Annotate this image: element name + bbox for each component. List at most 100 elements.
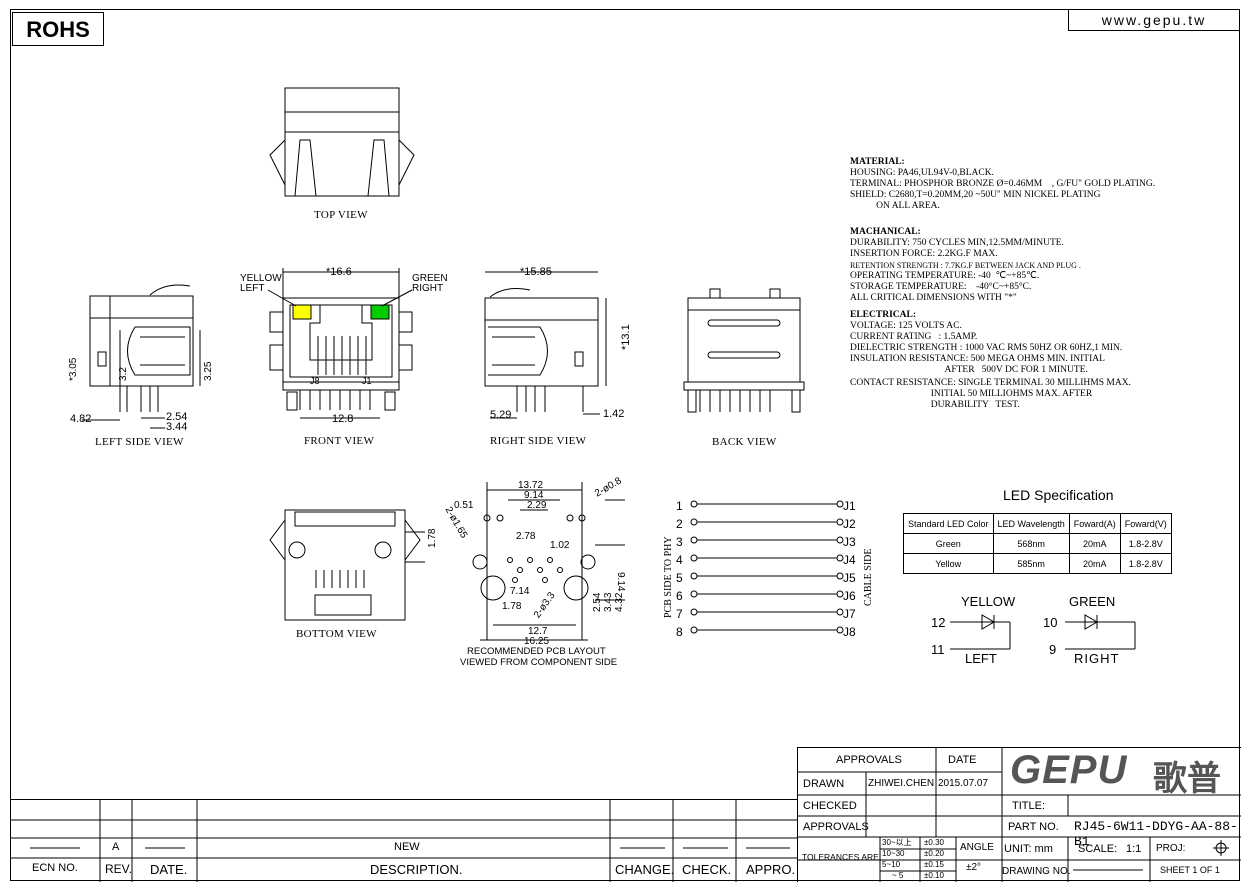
table-header: Standard LED Color	[903, 513, 994, 534]
schematic-terminal	[690, 536, 698, 544]
drawn-by: ZHIWEI.CHEN	[868, 778, 935, 789]
green-led-name: GREEN	[1069, 594, 1116, 609]
elec-line: INITIAL 50 MILLIOHMS MAX. AFTER	[850, 389, 1093, 399]
material-line: HOUSING: PA46,UL94V-0,BLACK.	[850, 168, 994, 178]
angle-label: ANGLE	[960, 842, 994, 853]
rev-value: A	[112, 841, 120, 853]
approvals-header: APPROVALS	[836, 754, 902, 766]
schematic-terminal	[690, 500, 698, 508]
description-value: NEW	[394, 841, 420, 853]
schematic-pin-right: J2	[843, 517, 856, 531]
table-cell: 20mA	[1068, 553, 1121, 574]
material-line: ON ALL AREA.	[850, 201, 940, 211]
schematic-terminal	[836, 536, 844, 544]
dim-pcb-d: 0.51	[454, 500, 474, 511]
dim-pcb-b: 9.14	[524, 490, 544, 501]
pcb-layout	[472, 482, 625, 641]
right-side-view-label: RIGHT SIDE VIEW	[490, 435, 587, 447]
angle-value: ±2°	[966, 862, 982, 873]
part-no-value: RJ45-6W11-DDYG-AA-88-B1	[1074, 819, 1238, 849]
table-header: LED Wavelength	[992, 513, 1070, 534]
schematic-pin-left: 5	[676, 571, 683, 585]
dim-pcb-l: 12.7	[528, 626, 548, 637]
schematic-pin-left: 4	[676, 553, 683, 567]
schematic-pin-left: 1	[676, 499, 683, 513]
table-cell: Green	[903, 533, 994, 554]
scale-value: 1:1	[1126, 843, 1142, 855]
dim-right-b: 1.42	[603, 408, 625, 420]
title-label: TITLE:	[1012, 800, 1046, 812]
schematic-terminal	[690, 518, 698, 526]
dim-pcb-h: 1.02	[550, 540, 570, 551]
elec-line: VOLTAGE: 125 VOLTS AC.	[850, 321, 962, 331]
tolerances-label: TOLERANCES ARE	[802, 852, 879, 862]
led-diagrams	[950, 614, 1136, 650]
yellow-led-pin-a: 12	[931, 615, 946, 630]
schematic-terminal	[690, 626, 698, 634]
bottom-view	[269, 509, 425, 621]
dim-pcb-g: 2.78	[516, 531, 536, 542]
table-cell: 585nm	[992, 553, 1070, 574]
schematic-terminal	[836, 608, 844, 616]
dim-pcb-j: 1.78	[502, 601, 522, 612]
green-led-side: RIGHT	[1074, 651, 1120, 666]
website-label: www.gepu.tw	[1068, 9, 1240, 31]
schematic-pin-right: J6	[843, 589, 856, 603]
schematic-terminal	[836, 518, 844, 526]
proj-label: PROJ:	[1156, 843, 1186, 854]
left-side-view-label: LEFT SIDE VIEW	[95, 436, 184, 448]
led-spec-title: LED Specification	[1003, 487, 1114, 503]
scale-label: SCALE:	[1078, 843, 1118, 855]
pcb-layout-label-2: VIEWED FROM COMPONENT SIDE	[460, 657, 618, 668]
title-block: APPROVALS DATE DRAWN ZHIWEI.CHEN 2015.07…	[797, 747, 1241, 882]
yellow-led-pin-b: 11	[931, 642, 945, 657]
dim-pcb-n: 2.54	[592, 592, 603, 612]
schematic-pin-left: 7	[676, 607, 683, 621]
description-header: DESCRIPTION.	[370, 862, 463, 877]
drawn-label: DRAWN	[803, 778, 845, 790]
elec-line: DURABILITY TEST.	[850, 400, 1020, 410]
rohs-badge: ROHS	[12, 12, 104, 46]
dim-pcb-m: 16.25	[524, 636, 550, 647]
material-spec: MATERIAL: HOUSING: PA46,UL94V-0,BLACK.TE…	[850, 146, 1155, 212]
dim-bottom-h: 1.78	[427, 528, 438, 548]
schematic-terminal	[836, 572, 844, 580]
approvals-label: APPROVALS	[803, 821, 869, 833]
tolerance-values: ±0.30±0.20±0.15±0.10	[924, 838, 944, 880]
green-led-pin-b: 9	[1049, 642, 1057, 657]
drawing-frame	[10, 9, 1240, 881]
dim-pcb-p: 4.32	[614, 592, 625, 612]
schematic-terminal	[690, 572, 698, 580]
schematic-terminal	[690, 608, 698, 616]
table-header-row: Standard LED Color LED Wavelength Foward…	[903, 513, 1172, 534]
part-no-label: PART NO.	[1008, 821, 1059, 833]
material-line: SHIELD: C2680,T=0.20MM,20 ~50U" MIN NICK…	[850, 190, 1101, 200]
elec-line: CURRENT RATING : 1.5AMP.	[850, 332, 978, 342]
mech-title: MACHANICAL:	[850, 227, 921, 237]
dim-left-c: 3.25	[203, 361, 214, 381]
pcb-layout-label-1: RECOMMENDED PCB LAYOUT	[467, 646, 606, 657]
drawing-no-label: DRAWING NO.	[1002, 866, 1071, 877]
mech-line: DURABILITY: 750 CYCLES MIN,12.5MM/MINUTE…	[850, 238, 1064, 248]
table-cell: 568nm	[992, 533, 1070, 554]
drawn-date: 2015.07.07	[938, 778, 989, 789]
green-led-indicator	[370, 304, 390, 320]
schematic-pin-right: J1	[843, 499, 856, 513]
mech-line: ALL CRITICAL DIMENSIONS WITH "*"	[850, 293, 1017, 303]
checked-label: CHECKED	[803, 800, 857, 812]
led-spec-table: Standard LED Color LED Wavelength Foward…	[903, 513, 1172, 574]
dim-pcb-a: 13.72	[518, 480, 544, 491]
top-view	[269, 87, 415, 197]
yellow-led-side: LEFT	[965, 651, 997, 666]
schematic-pin-left: 8	[676, 625, 683, 639]
dim-left-f: 3.44	[166, 421, 188, 433]
back-view-label: BACK VIEW	[712, 436, 777, 448]
elec-line: AFTER 500V DC FOR 1 MINUTE.	[850, 365, 1088, 375]
date-header: DATE.	[150, 862, 188, 877]
dim-left-e: 2.54	[166, 411, 188, 423]
